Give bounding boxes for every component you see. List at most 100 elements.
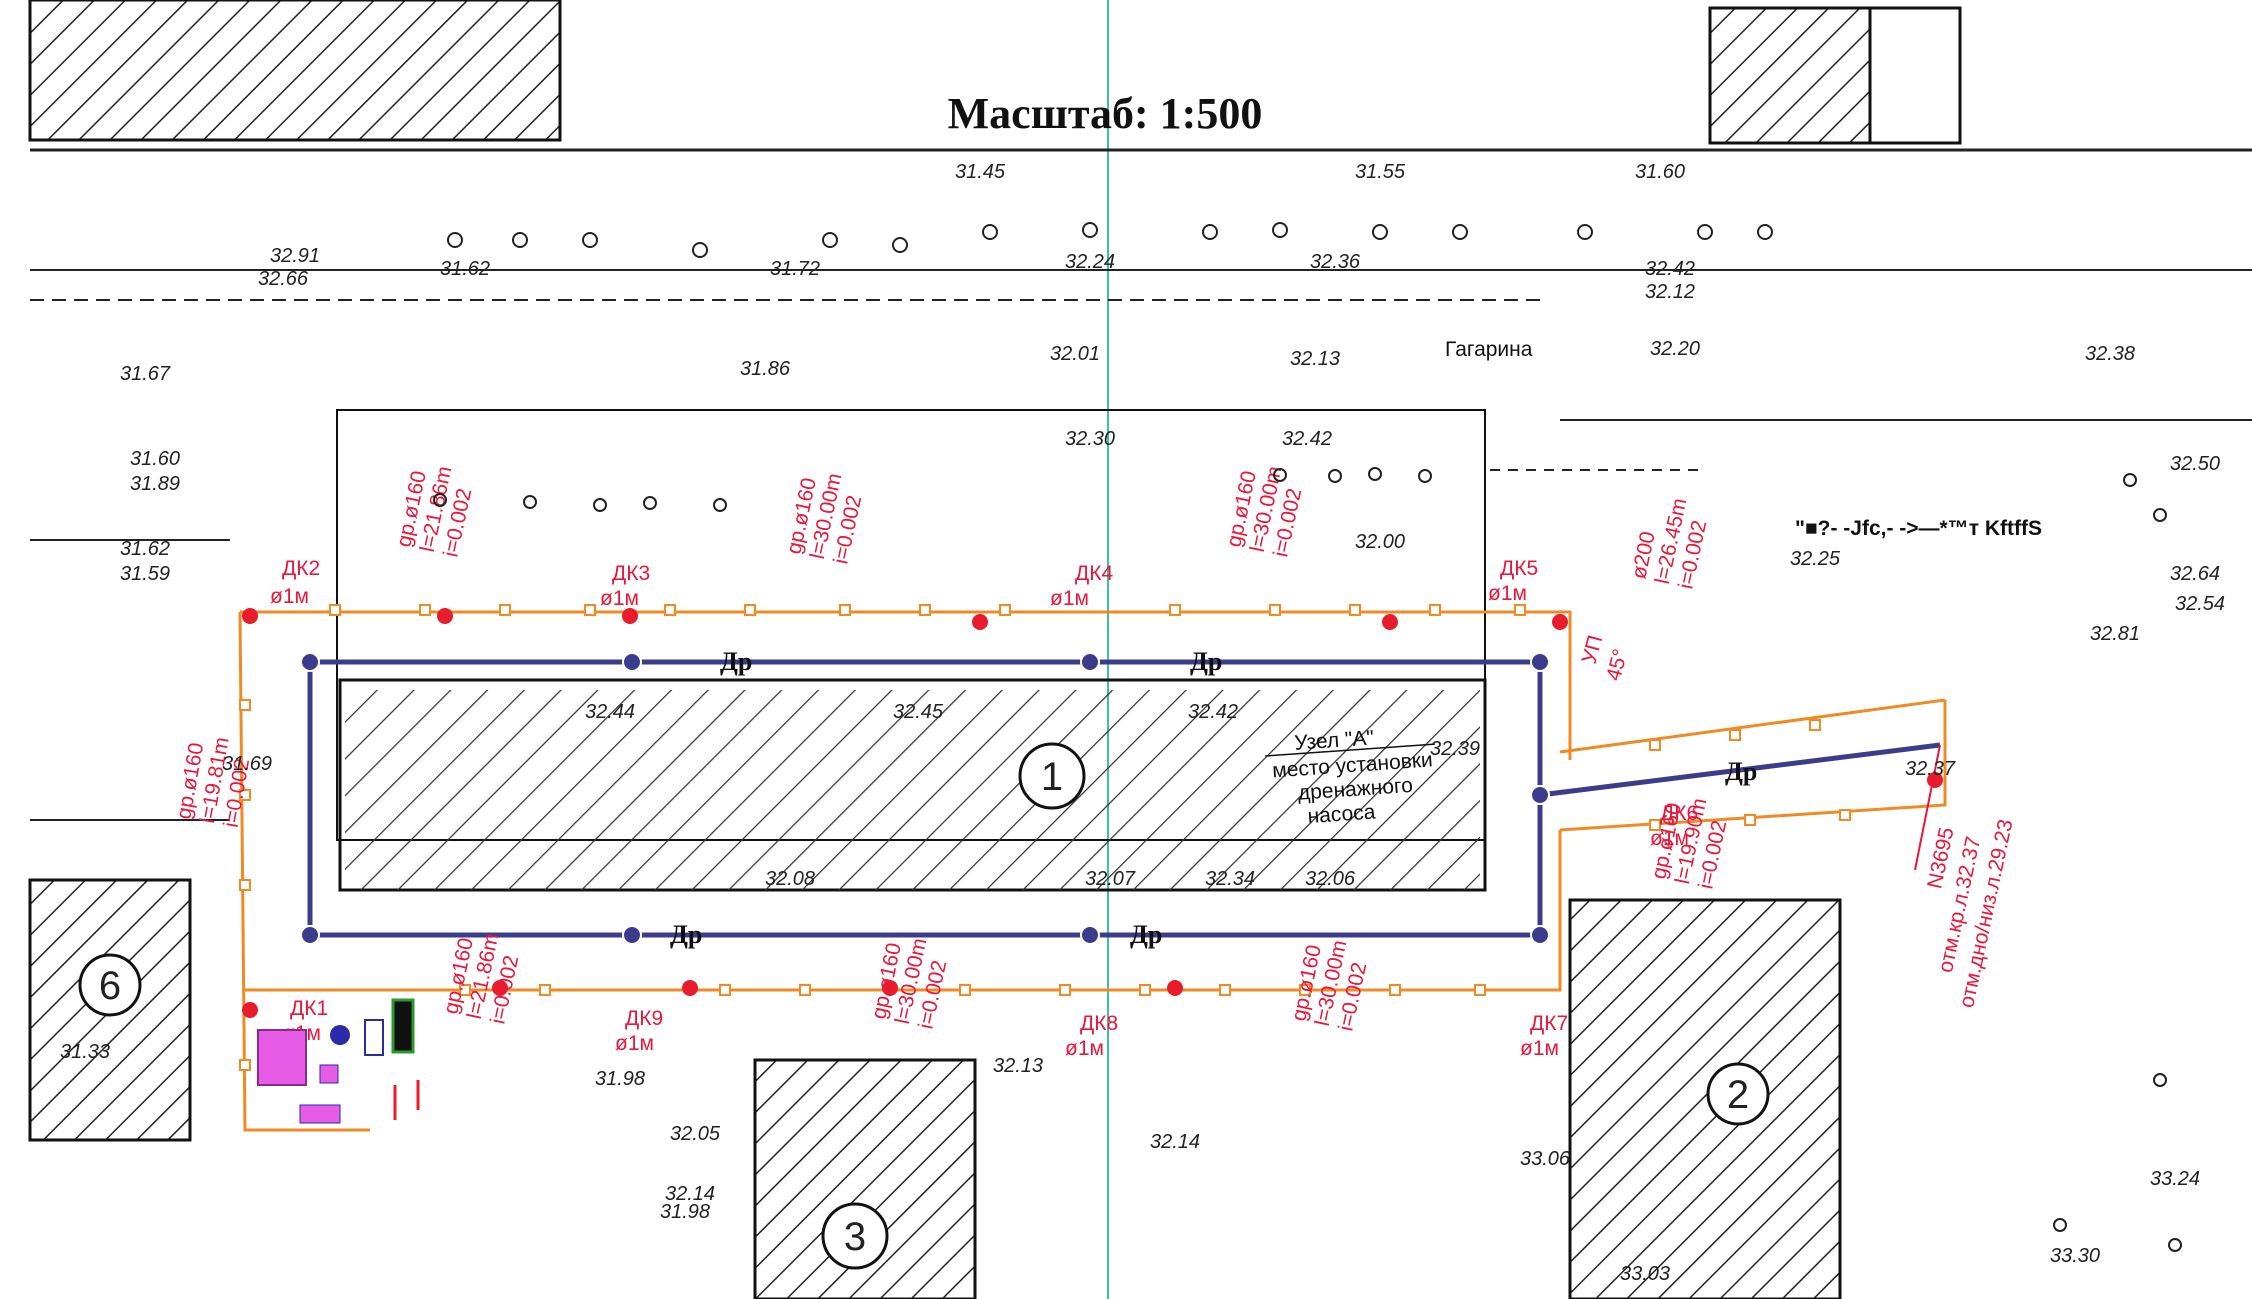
elevation-label: 32.20: [1650, 338, 1700, 360]
drain-mark: Др: [1130, 920, 1162, 949]
pipe-nodes: [300, 652, 1550, 945]
manhole-dk4-size: ø1м: [1050, 587, 1089, 610]
manhole-dk4: ДК4: [1075, 562, 1113, 585]
elevation-label: 32.24: [1065, 251, 1115, 273]
elevation-label: 32.44: [585, 701, 635, 723]
node-a-line: насоса: [1307, 800, 1377, 828]
elevation-label: 33.30: [2050, 1245, 2100, 1267]
manhole-dk1: ДК1: [290, 997, 328, 1020]
building-3-number: 3: [844, 1215, 866, 1259]
elevation-label: 32.01: [1050, 343, 1100, 365]
elevation-label: 31.62: [120, 538, 170, 560]
elevation-label: 32.42: [1188, 701, 1238, 723]
elevation-label: 32.14: [1150, 1131, 1200, 1153]
elevation-label: 32.38: [2085, 343, 2135, 365]
node-a-title: Узел "А": [1294, 726, 1375, 754]
elevation-label: 32.42: [1282, 428, 1332, 450]
elevation-label: 32.39: [1430, 738, 1480, 760]
building-3: 3: [753, 1058, 977, 1299]
building-1: 1: [338, 678, 1487, 892]
elevation-label: 32.66: [258, 268, 309, 290]
elevation-label: 32.06: [1305, 868, 1356, 890]
manhole-dk2: ДК2: [282, 557, 320, 580]
well-label: N3695 отм.кр.л.32.37 отм.дно/низ.л.29.23: [1923, 817, 2017, 1009]
manhole-dk8-size: ø1м: [1065, 1037, 1104, 1060]
drain-mark: Др: [1725, 757, 1757, 786]
elevation-label: 31.60: [1635, 161, 1685, 183]
elevation-label: 32.00: [1355, 531, 1405, 553]
elevation-label: 33.24: [2150, 1168, 2200, 1190]
elevation-label: 31.60: [130, 448, 180, 470]
manhole-dk6-size: ø1м: [1650, 827, 1689, 850]
well-leader: [1914, 744, 1941, 871]
elevation-label: 32.54: [2175, 593, 2225, 615]
elevation-label: 32.08: [765, 868, 815, 890]
elevation-label: 32.13: [1290, 348, 1340, 370]
drain-mark: Др: [720, 647, 752, 676]
elevation-label: 32.13: [993, 1055, 1043, 1077]
red-markers: [242, 608, 1943, 1018]
elevation-label: 32.64: [2170, 563, 2220, 585]
elevation-label: 32.34: [1205, 868, 1255, 890]
angle-label: УП 45°: [1578, 633, 1633, 684]
building-2: 2: [1568, 898, 1842, 1299]
route-markers: [239, 604, 1851, 1071]
elevation-label: 31.62: [440, 258, 490, 280]
manhole-dk2-size: ø1м: [270, 585, 309, 608]
manhole-dk7-size: ø1м: [1520, 1037, 1559, 1060]
elevation-label: 32.25: [1790, 548, 1841, 570]
elevation-label: 32.37: [1905, 758, 1956, 780]
elevation-label: 32.50: [2170, 453, 2220, 475]
elevation-label: 31.72: [770, 258, 820, 280]
elevation-label: 32.36: [1310, 251, 1361, 273]
top-buildings: [28, 0, 1962, 145]
elevation-label: 33.03: [1620, 1263, 1670, 1285]
elevation-label: 31.33: [60, 1041, 110, 1063]
elevation-marks: 31.62 31.72 31.86 31.67 31.60 31.89 31.6…: [60, 161, 2225, 1285]
distorted-label: "■?- -Jfc,- ->—*™т KftffS: [1795, 517, 2042, 540]
building-6-number: 6: [99, 964, 121, 1008]
elevation-label: 32.14: [665, 1183, 715, 1205]
manhole-labels: ДК2 ø1м ДК3 ø1м ДК4 ø1м ДК5 ø1м ДК6 ø1м …: [270, 557, 1698, 1060]
node-a-note: Узел "А" место установки дренажного насо…: [1265, 726, 1435, 828]
manhole-dk3: ДК3: [612, 562, 650, 585]
elevation-label: 32.12: [1645, 281, 1695, 303]
street-name: Гагарина: [1445, 338, 1533, 361]
manhole-dk3-size: ø1м: [600, 587, 639, 610]
elevation-label: 31.55: [1355, 161, 1406, 183]
manhole-dk5: ДК5: [1500, 557, 1538, 580]
angle-name: УП: [1578, 633, 1608, 666]
map-symbols: [433, 222, 2182, 1252]
elevation-label: 31.89: [130, 473, 180, 495]
drain-mark: Др: [1190, 647, 1222, 676]
scale-title: Масштаб: 1:500: [948, 89, 1263, 138]
elevation-label: 32.42: [1645, 258, 1695, 280]
elevation-label: 32.07: [1085, 868, 1136, 890]
manhole-dk5-size: ø1м: [1488, 582, 1527, 605]
elevation-label: 31.45: [955, 161, 1006, 183]
elevation-label: 31.86: [740, 358, 791, 380]
pump-equipment: [257, 998, 420, 1124]
elevation-label: 31.67: [120, 363, 171, 385]
manhole-dk7: ДК7: [1530, 1012, 1568, 1035]
building-6: 6: [28, 878, 192, 1142]
elevation-label: 32.30: [1065, 428, 1115, 450]
angle-value: 45°: [1602, 647, 1632, 684]
manhole-dk9-size: ø1м: [615, 1032, 654, 1055]
elevation-label: 31.98: [595, 1068, 645, 1090]
elevation-label: 33.06: [1520, 1148, 1571, 1170]
elevation-label: 32.45: [893, 701, 944, 723]
elevation-label: 31.98: [660, 1201, 710, 1223]
building-2-number: 2: [1727, 1073, 1749, 1117]
building-1-number: 1: [1041, 755, 1063, 799]
elevation-label: 31.59: [120, 563, 170, 585]
elevation-label: 31.69: [222, 753, 272, 775]
elevation-label: 32.91: [270, 245, 320, 267]
drain-mark: Др: [670, 920, 702, 949]
manhole-dk8: ДК8: [1080, 1012, 1118, 1035]
manhole-dk6: ДК6: [1660, 802, 1698, 825]
elevation-label: 32.81: [2090, 623, 2140, 645]
manhole-dk9: ДК9: [625, 1007, 663, 1030]
elevation-label: 32.05: [670, 1123, 721, 1145]
